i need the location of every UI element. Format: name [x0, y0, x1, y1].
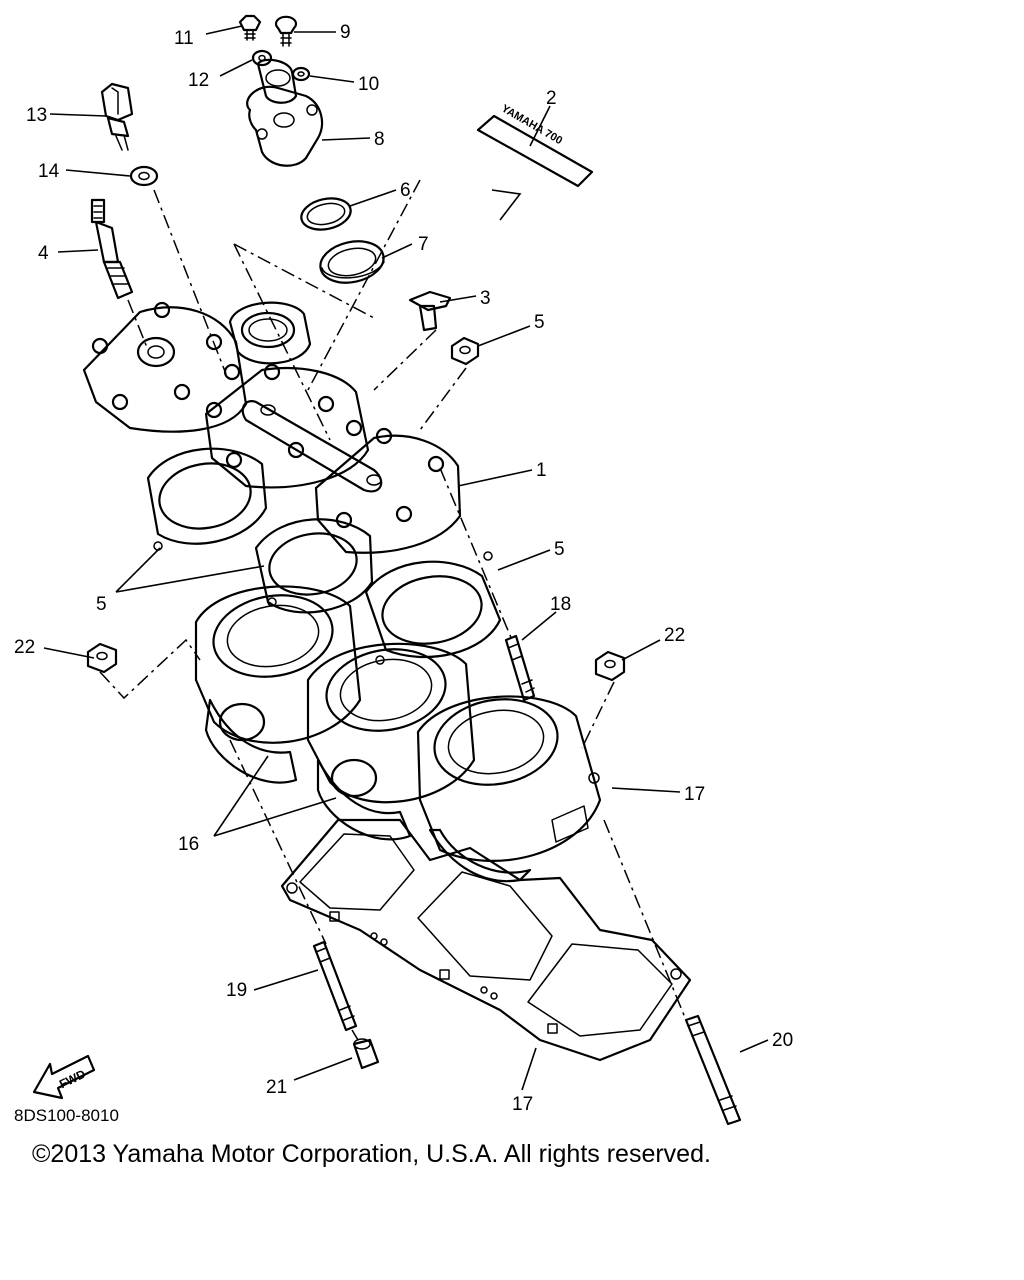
- fitting-3[interactable]: [408, 290, 452, 332]
- head-gasket-5-middle[interactable]: [254, 518, 374, 614]
- nut-22-right[interactable]: [594, 650, 626, 682]
- stud-18[interactable]: [504, 634, 536, 702]
- callout-17-top: 17: [684, 784, 705, 805]
- callout-21: 21: [266, 1077, 287, 1098]
- callout-9: 8: [374, 129, 385, 150]
- callout-17-bottom: 17: [512, 1094, 533, 1115]
- callout-13: 12: [188, 70, 209, 91]
- copyright-notice: ©2013 Yamaha Motor Corporation, U.S.A. A…: [32, 1140, 711, 1168]
- nut-6[interactable]: [450, 336, 480, 366]
- washer-15[interactable]: [129, 165, 159, 187]
- callout-labels: 11 9 12 10 8 13 14 4 6 7 2 3 5 1 5 5 18 …: [14, 22, 793, 1115]
- callout-10: 9: [340, 22, 351, 43]
- thermostat-8[interactable]: [317, 236, 388, 288]
- bolt-12[interactable]: [238, 14, 262, 41]
- cylinder-16[interactable]: [194, 585, 602, 883]
- callout-6: 5: [534, 312, 545, 333]
- base-gasket-17[interactable]: [280, 818, 692, 1062]
- callout-2: 2: [546, 88, 557, 109]
- callout-5-right: 5: [554, 539, 565, 560]
- o-ring-7[interactable]: [298, 194, 353, 234]
- callout-3: 3: [480, 288, 491, 309]
- alignment-lines: [99, 179, 687, 1041]
- callout-19: 19: [226, 980, 247, 1001]
- callout-8: 7: [418, 234, 429, 255]
- nut-11[interactable]: [291, 66, 311, 82]
- callout-5-left: 5: [96, 594, 107, 615]
- stud-19[interactable]: [312, 940, 358, 1032]
- callout-1: 1: [536, 460, 547, 481]
- thermostat-cover-9[interactable]: [246, 58, 324, 167]
- callout-12: 11: [174, 28, 194, 49]
- bolt-10[interactable]: [274, 15, 298, 47]
- callout-7: 6: [400, 180, 411, 201]
- callout-20: 20: [772, 1030, 793, 1051]
- nut-22-left[interactable]: [86, 642, 118, 674]
- callout-14: 13: [26, 105, 47, 126]
- callout-4: 4: [38, 243, 49, 264]
- head-gasket-5-left[interactable]: [146, 447, 268, 551]
- callout-22-right: 22: [664, 625, 685, 646]
- callout-11: 10: [358, 74, 379, 95]
- callout-18: 18: [550, 594, 571, 615]
- stud-20[interactable]: [684, 1014, 742, 1126]
- fwd-arrow-icon: FWD: [32, 1054, 96, 1100]
- decal-2[interactable]: YAMAHA 700: [476, 103, 594, 188]
- spark-plug-4[interactable]: [90, 198, 134, 300]
- callout-15: 14: [38, 161, 60, 182]
- callout-22-left: 22: [14, 637, 35, 658]
- leader-lines: [43, 25, 769, 1091]
- washer-13[interactable]: [251, 49, 273, 67]
- temperature-sensor-14[interactable]: [100, 82, 134, 151]
- nut-21[interactable]: [352, 1038, 380, 1070]
- cylinder-head-1[interactable]: [82, 301, 462, 554]
- cylinder-exploded-diagram: YAMAHA 700: [14, 14, 793, 1126]
- diagram-reference-code: 8DS100-8010: [14, 1106, 119, 1125]
- callout-16: 16: [178, 834, 199, 855]
